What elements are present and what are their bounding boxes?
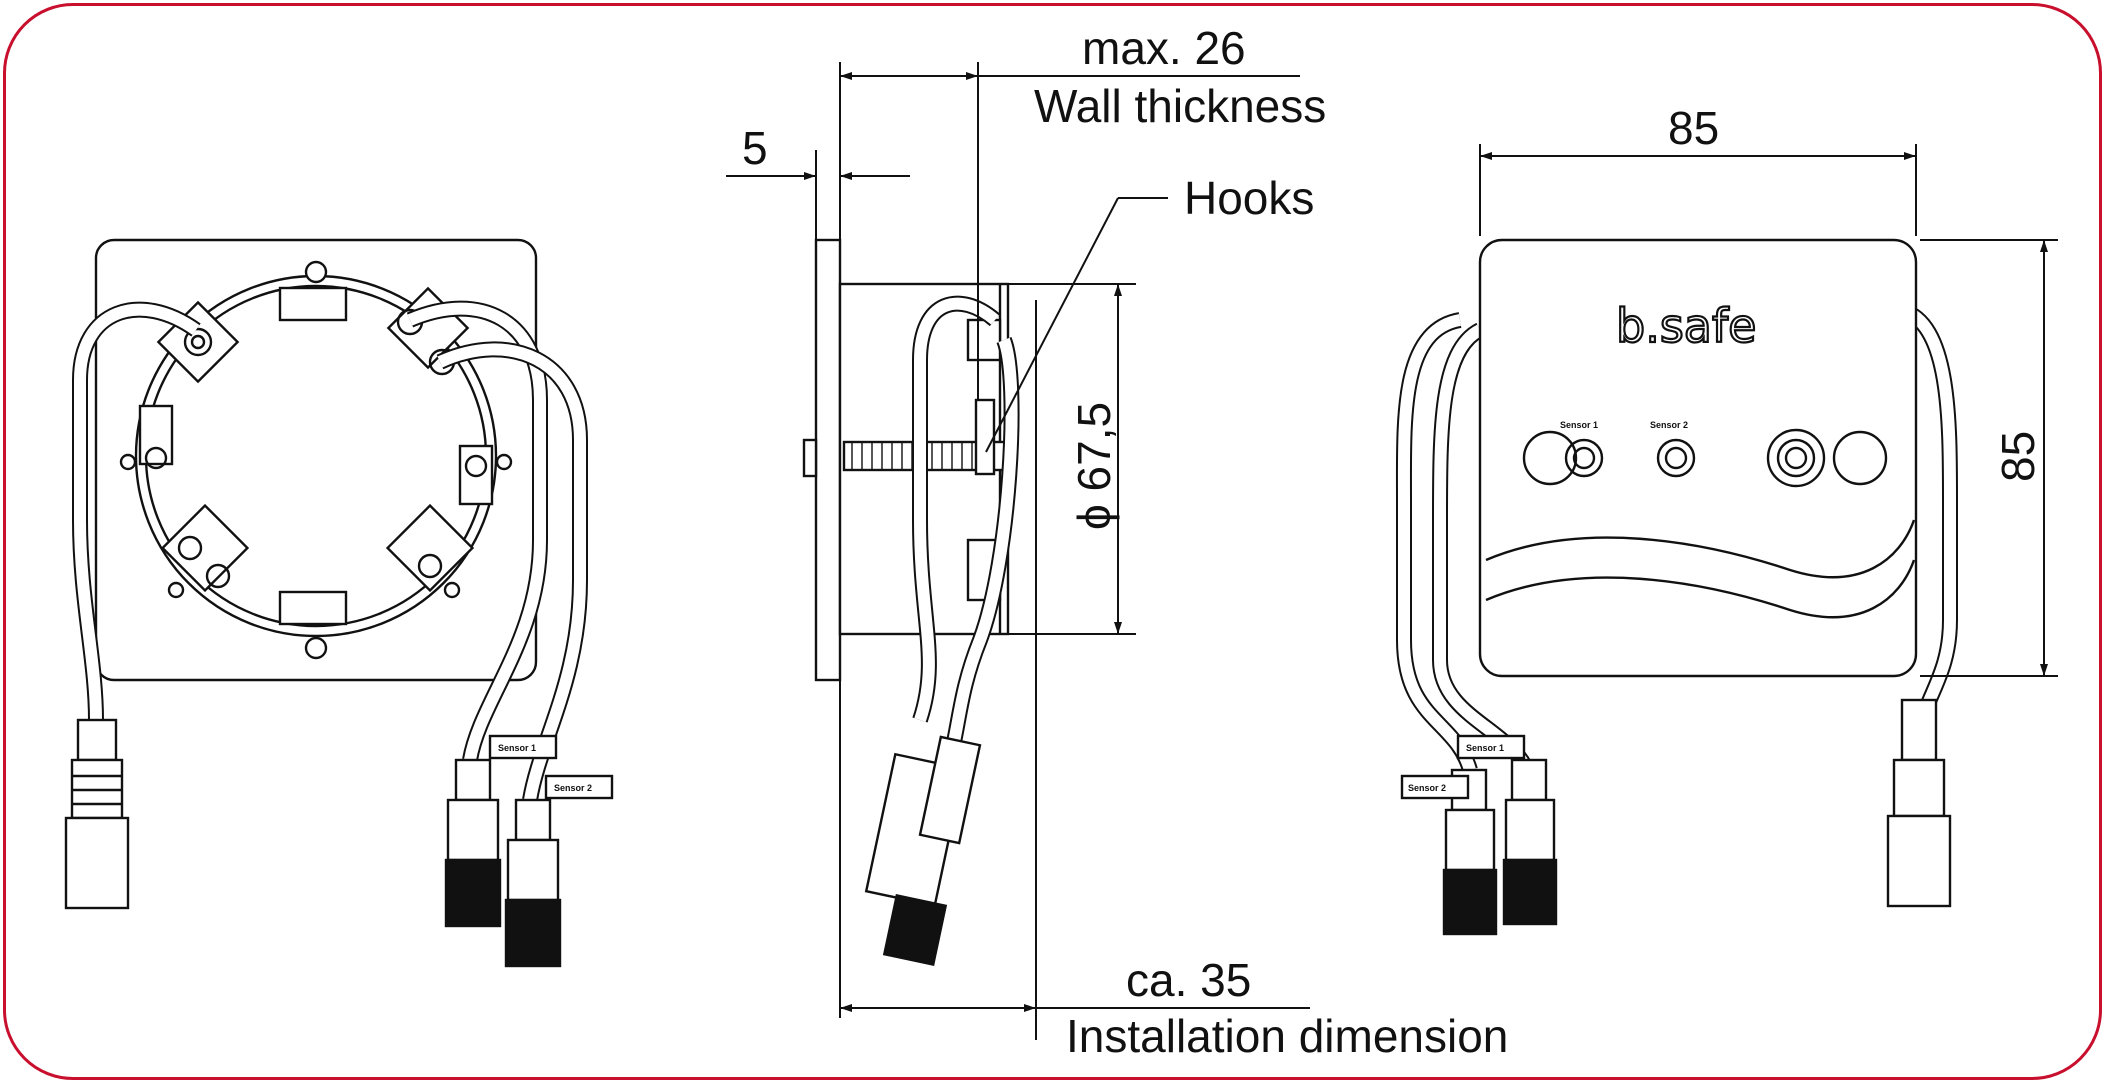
front-sensor1-label: Sensor 1	[1560, 420, 1598, 430]
power-port	[1766, 428, 1826, 488]
front-hole-left	[1522, 430, 1578, 486]
label-diameter: ϕ 67,5	[1068, 402, 1120, 530]
front-sensor2-tag: Sensor 2	[1408, 783, 1446, 793]
rear-sensor2-tag: Sensor 2	[554, 783, 592, 793]
label-width: 85	[1668, 102, 1719, 154]
label-height: 85	[1992, 431, 2044, 482]
label-wall-thickness: Wall thickness	[1034, 80, 1326, 132]
sensor1-port	[1564, 438, 1604, 478]
side-view	[802, 238, 1020, 966]
label-installation: Installation dimension	[1066, 1010, 1508, 1062]
brand-logo: b.safe	[1616, 299, 1756, 353]
front-housing	[1478, 238, 1918, 678]
label-depth: ca. 35	[1126, 954, 1251, 1006]
rear-sensor1-tag: Sensor 1	[498, 743, 536, 753]
front-wave	[1485, 519, 1916, 579]
front-view	[1395, 238, 1958, 936]
flange	[814, 238, 842, 682]
front-sensor1-tag: Sensor 1	[1466, 743, 1504, 753]
rear-view	[64, 238, 614, 968]
front-hole-right	[1832, 430, 1888, 486]
sensor2-port	[1656, 438, 1696, 478]
label-flange: 5	[742, 122, 768, 174]
dimension-lines	[726, 62, 2058, 1040]
label-wall-max: max. 26	[1082, 22, 1246, 74]
front-sensor2-label: Sensor 2	[1650, 420, 1688, 430]
label-hooks: Hooks	[1184, 172, 1314, 224]
